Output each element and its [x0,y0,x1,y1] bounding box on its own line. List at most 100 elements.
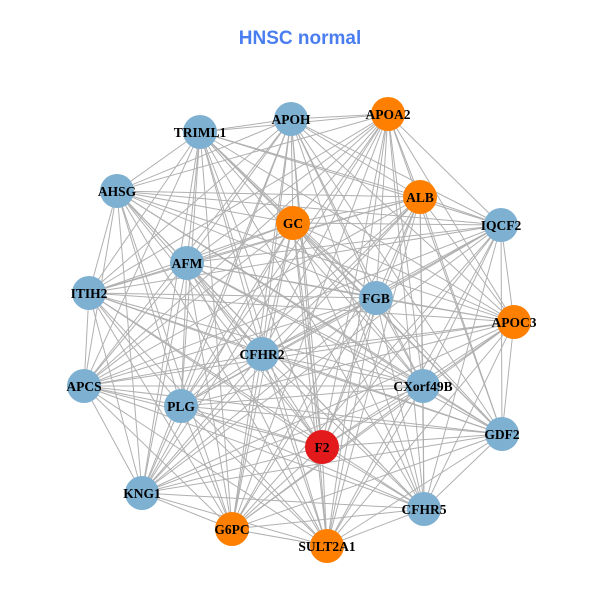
edge-GC-G6PC [231,222,294,530]
edge-CXorf49B-KNG1 [141,385,424,494]
edge-FGB-GDF2 [375,297,503,435]
edge-CFHR2-KNG1 [141,353,263,494]
node-GDF2[interactable]: GDF2 [484,417,520,451]
edge-AFM-G6PC [186,262,233,530]
edge-ALB-APOC3 [419,196,515,323]
node-CXorf49B[interactable]: CXorf49B [393,369,453,403]
node-KNG1[interactable]: KNG1 [123,476,161,510]
edge-IQCF2-APCS [83,224,502,387]
edge-PLG-G6PC [180,405,233,530]
node-APOC3[interactable]: APOC3 [492,305,537,339]
edge-TRIML1-F2 [199,131,323,448]
edge-APOC3-CFHR2 [261,321,515,355]
edge-APCS-KNG1 [83,385,143,494]
node-circle[interactable] [164,389,198,423]
node-circle[interactable] [406,369,440,403]
node-label: AFM [172,256,203,271]
node-circle[interactable] [359,281,393,315]
node-F2[interactable]: F2 [305,430,339,464]
edge-IQCF2-KNG1 [141,224,502,494]
edge-GC-SULT2A1 [292,222,328,547]
edge-APOA2-AFM [186,113,389,264]
edge-AFM-KNG1 [141,262,188,494]
edge-ALB-SULT2A1 [326,196,421,547]
node-circle[interactable] [215,512,249,546]
node-AFM[interactable]: AFM [170,246,204,280]
edge-AFM-CXorf49B [186,262,424,387]
node-AHSG[interactable]: AHSG [98,174,137,208]
node-circle[interactable] [245,337,279,371]
node-circle[interactable] [170,246,204,280]
edge-APOC3-PLG [180,321,515,407]
edge-APOH-AFM [186,118,292,264]
node-SULT2A1[interactable]: SULT2A1 [298,529,356,563]
edge-CFHR2-F2 [261,353,323,448]
node-circle[interactable] [72,276,106,310]
edge-APOC3-CFHR5 [423,321,515,510]
edge-APOH-FGB [290,118,377,299]
edge-GDF2-G6PC [231,433,503,530]
edge-FGB-G6PC [231,297,377,530]
node-FGB[interactable]: FGB [359,281,393,315]
edge-AHSG-FGB [116,190,377,299]
node-CFHR5[interactable]: CFHR5 [402,492,447,526]
node-label: AHSG [98,184,137,199]
node-PLG[interactable]: PLG [164,389,198,423]
edge-CXorf49B-F2 [321,385,424,448]
node-ALB[interactable]: ALB [403,180,437,214]
edge-FGB-SULT2A1 [326,297,377,547]
edge-IQCF2-CXorf49B [422,224,502,387]
edge-IQCF2-CFHR5 [423,224,502,510]
edge-APOC3-GDF2 [501,321,515,435]
node-circle[interactable] [485,417,519,451]
edge-CFHR5-SULT2A1 [326,508,425,547]
edge-APCS-CFHR5 [83,385,425,510]
node-circle[interactable] [274,102,308,136]
node-label: CXorf49B [393,379,452,394]
node-G6PC[interactable]: G6PC [214,512,250,546]
node-circle[interactable] [484,208,518,242]
edge-PLG-CFHR5 [180,405,425,510]
node-APOH[interactable]: APOH [272,102,311,136]
edge-APOA2-G6PC [231,113,389,530]
node-circle[interactable] [183,115,217,149]
node-CFHR2[interactable]: CFHR2 [240,337,285,371]
node-GC[interactable]: GC [276,206,310,240]
node-circle[interactable] [310,529,344,563]
node-circle[interactable] [67,369,101,403]
node-APOA2[interactable]: APOA2 [366,97,411,131]
edge-APOA2-AHSG [116,113,389,192]
edge-AHSG-APOC3 [116,190,515,323]
node-ITIH2[interactable]: ITIH2 [71,276,108,310]
edge-GC-KNG1 [141,222,294,494]
node-circle[interactable] [125,476,159,510]
edge-KNG1-CFHR5 [141,492,425,510]
node-IQCF2[interactable]: IQCF2 [481,208,522,242]
edge-APOH-AHSG [116,118,292,192]
node-APCS[interactable]: APCS [66,369,102,403]
edge-FGB-F2 [321,297,377,448]
edge-ALB-ITIH2 [88,196,421,294]
edge-CXorf49B-SULT2A1 [326,385,424,547]
node-circle[interactable] [403,180,437,214]
node-circle[interactable] [371,97,405,131]
node-TRIML1[interactable]: TRIML1 [174,115,227,149]
edge-CFHR2-G6PC [231,353,263,530]
edge-GC-APCS [83,222,294,387]
edge-AHSG-ITIH2 [88,190,118,294]
edge-APOH-KNG1 [141,118,292,494]
edge-AFM-APCS [83,262,188,387]
node-circle[interactable] [100,174,134,208]
node-circle[interactable] [407,492,441,526]
node-circle[interactable] [305,430,339,464]
edge-APOA2-SULT2A1 [326,113,389,547]
edge-FGB-APCS [83,297,377,387]
edge-APOA2-F2 [321,113,389,448]
edge-APCS-GDF2 [83,385,503,435]
edge-ITIH2-APOC3 [88,292,515,323]
edge-AHSG-F2 [116,190,323,448]
node-circle[interactable] [276,206,310,240]
node-label: GC [283,216,303,231]
node-circle[interactable] [497,305,531,339]
